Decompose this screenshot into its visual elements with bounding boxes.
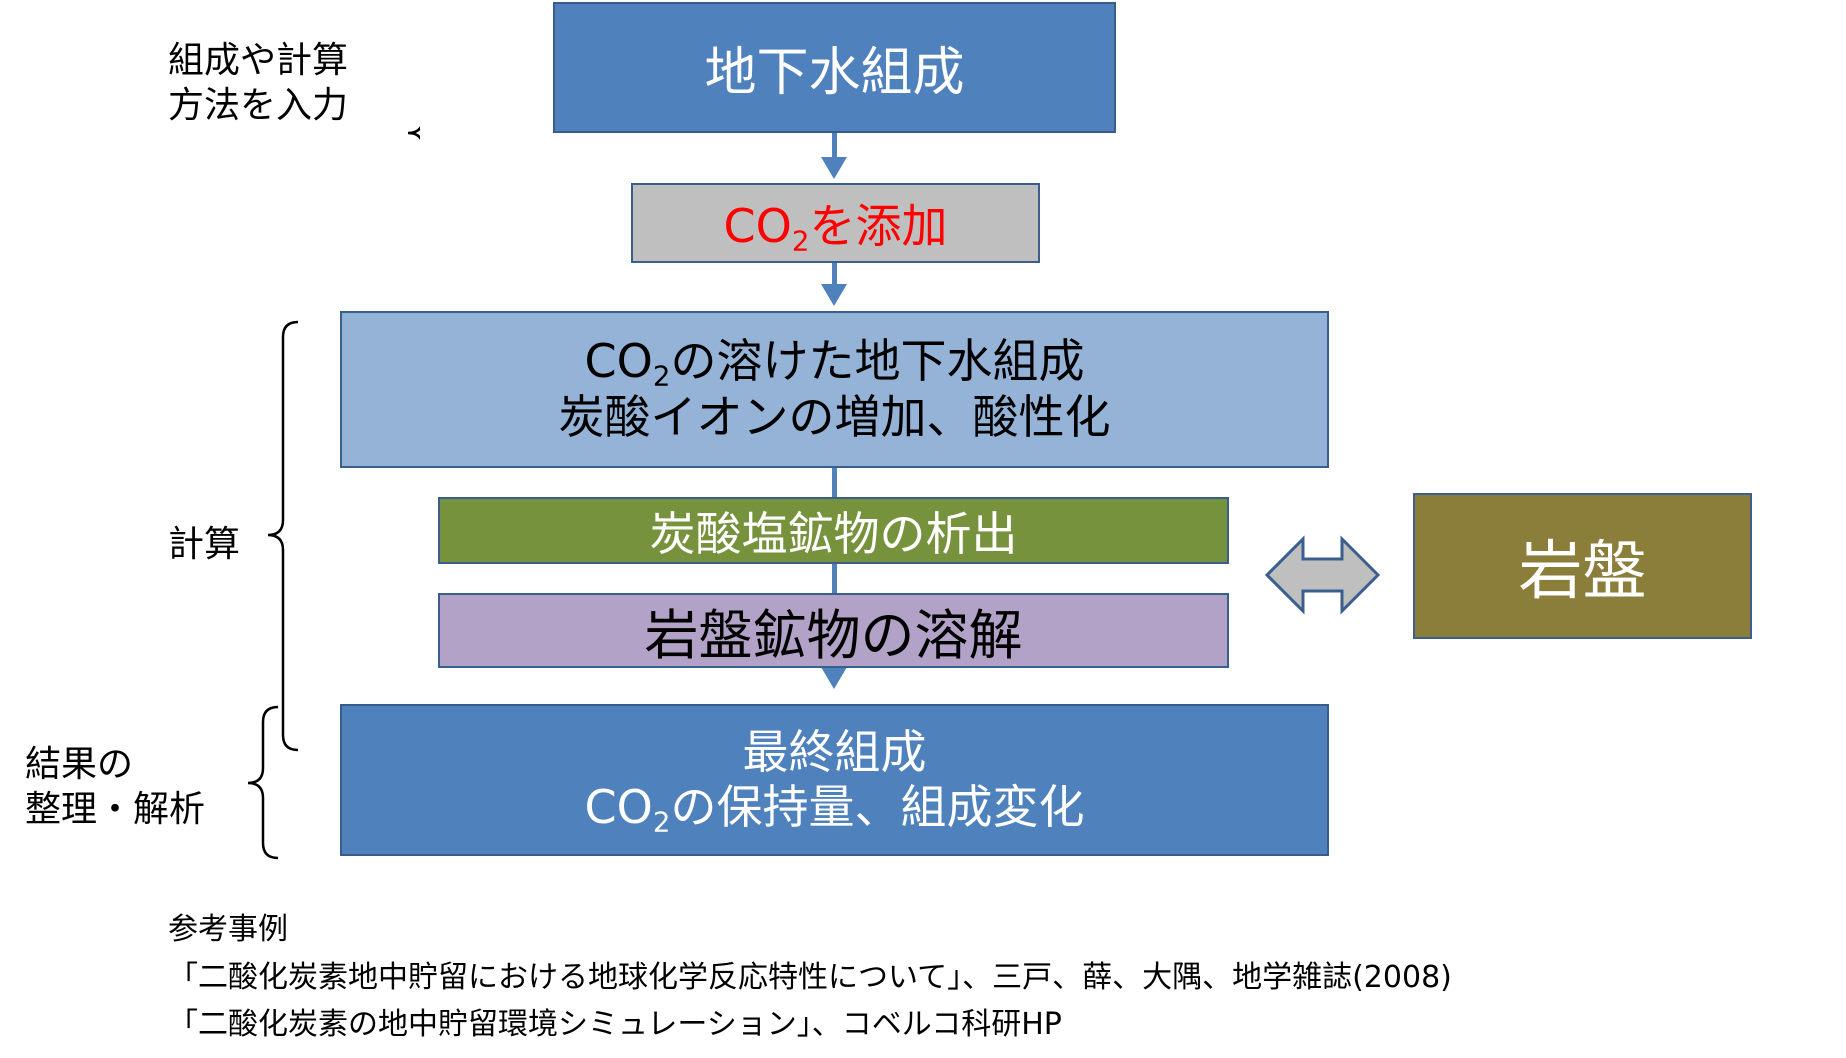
label-input: 組成や計算 方法を入力: [168, 40, 349, 126]
box-groundwater: 地下水組成: [553, 2, 1116, 133]
box-final-composition: 最終組成 CO2の保持量、組成変化: [340, 704, 1329, 856]
reference-item: 「二酸化炭素の地中貯留環境シミュレーション」、コベルコ科研HP: [168, 1007, 1062, 1042]
box-add-co2: CO2を添加: [631, 183, 1040, 263]
double-arrow-icon: [1265, 535, 1380, 615]
box-precipitation: 炭酸塩鉱物の析出: [438, 497, 1229, 564]
label-result: 結果の 整理・解析: [25, 744, 206, 830]
reference-item: 「二酸化炭素地中貯留における地球化学反応特性について」、三戸、薛、大隅、地学雑誌…: [168, 960, 1452, 995]
bracket-result-icon: [247, 705, 279, 860]
box-dissolution: 岩盤鉱物の溶解: [438, 593, 1229, 668]
references-heading: 参考事例: [168, 912, 288, 947]
box-dissolved-groundwater: CO2の溶けた地下水組成 炭酸イオンの増加、酸性化: [340, 311, 1329, 468]
bracket-input-icon: [407, 126, 420, 140]
label-calc: 計算: [168, 524, 241, 565]
arrow-2-line: [832, 263, 837, 285]
arrow-3-line: [832, 468, 837, 668]
bracket-group: [247, 126, 420, 860]
arrow-1-line: [832, 133, 837, 158]
bracket-calc-icon: [267, 320, 299, 752]
arrow-1-head-icon: [821, 157, 847, 179]
arrow-2-head-icon: [821, 284, 847, 306]
arrow-3-head-icon: [821, 667, 847, 689]
box-rock: 岩盤: [1413, 493, 1752, 639]
